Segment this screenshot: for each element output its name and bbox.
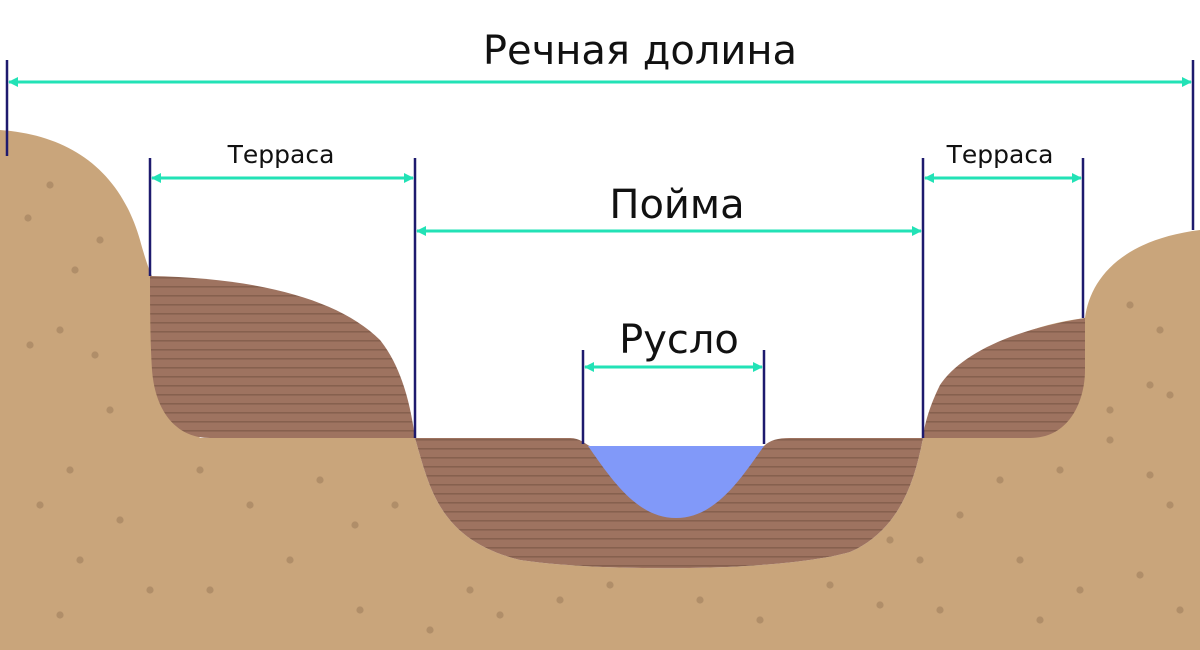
soil-dot bbox=[66, 466, 74, 474]
soil-dot bbox=[996, 476, 1004, 484]
dimension-arrows bbox=[8, 77, 1192, 372]
soil-dot bbox=[556, 596, 564, 604]
soil-dot bbox=[1106, 436, 1114, 444]
soil-dot bbox=[756, 616, 764, 624]
soil-dot bbox=[1136, 571, 1144, 579]
soil-dot bbox=[246, 501, 254, 509]
soil-dot bbox=[56, 611, 64, 619]
soil-dot bbox=[356, 606, 364, 614]
soil-dot bbox=[916, 556, 924, 564]
soil-dot bbox=[1176, 606, 1184, 614]
soil-dot bbox=[1056, 466, 1064, 474]
soil-dot bbox=[876, 601, 884, 609]
soil-dot bbox=[1126, 301, 1134, 309]
soil-dot bbox=[351, 521, 359, 529]
soil-dot bbox=[71, 266, 79, 274]
soil-dot bbox=[286, 556, 294, 564]
terrace-left-sediment bbox=[150, 276, 415, 438]
soil-dot bbox=[96, 236, 104, 244]
soil-dot bbox=[936, 606, 944, 614]
soil-dot bbox=[116, 516, 124, 524]
ground-profile bbox=[0, 130, 1200, 650]
soil-dot bbox=[24, 214, 32, 222]
soil-dot bbox=[56, 326, 64, 334]
soil-dots bbox=[24, 181, 1184, 634]
floodplain-label: Пойма bbox=[609, 182, 744, 228]
soil-dot bbox=[1036, 616, 1044, 624]
soil-dot bbox=[1166, 501, 1174, 509]
channel-label: Русло bbox=[619, 317, 739, 363]
soil-dot bbox=[91, 351, 99, 359]
soil-dot bbox=[826, 581, 834, 589]
soil-dot bbox=[956, 511, 964, 519]
soil-dot bbox=[1076, 586, 1084, 594]
soil-dot bbox=[496, 611, 504, 619]
soil-dot bbox=[1156, 326, 1164, 334]
soil-dot bbox=[36, 501, 44, 509]
terrace-right-label: Терраса bbox=[946, 140, 1054, 169]
soil-dot bbox=[106, 406, 114, 414]
terrace-left-label: Терраса bbox=[227, 140, 335, 169]
soil-dot bbox=[1106, 406, 1114, 414]
boundary-markers bbox=[5, 60, 1195, 444]
soil-dot bbox=[466, 586, 474, 594]
soil-dot bbox=[46, 181, 54, 189]
valley-label: Речная долина bbox=[483, 28, 797, 74]
soil-dot bbox=[886, 536, 894, 544]
soil-dot bbox=[1016, 556, 1024, 564]
soil-dot bbox=[391, 501, 399, 509]
soil-dot bbox=[146, 586, 154, 594]
soil-dot bbox=[1146, 471, 1154, 479]
soil-dot bbox=[426, 626, 434, 634]
soil-dot bbox=[316, 476, 324, 484]
soil-dot bbox=[696, 596, 704, 604]
soil-dot bbox=[1166, 391, 1174, 399]
soil-dot bbox=[26, 341, 34, 349]
soil-dot bbox=[196, 466, 204, 474]
soil-dot bbox=[606, 581, 614, 589]
channel-water bbox=[588, 446, 764, 518]
soil-dot bbox=[76, 556, 84, 564]
soil-dot bbox=[206, 586, 214, 594]
terrace-right-sediment bbox=[923, 318, 1085, 438]
soil-dot bbox=[1146, 381, 1154, 389]
